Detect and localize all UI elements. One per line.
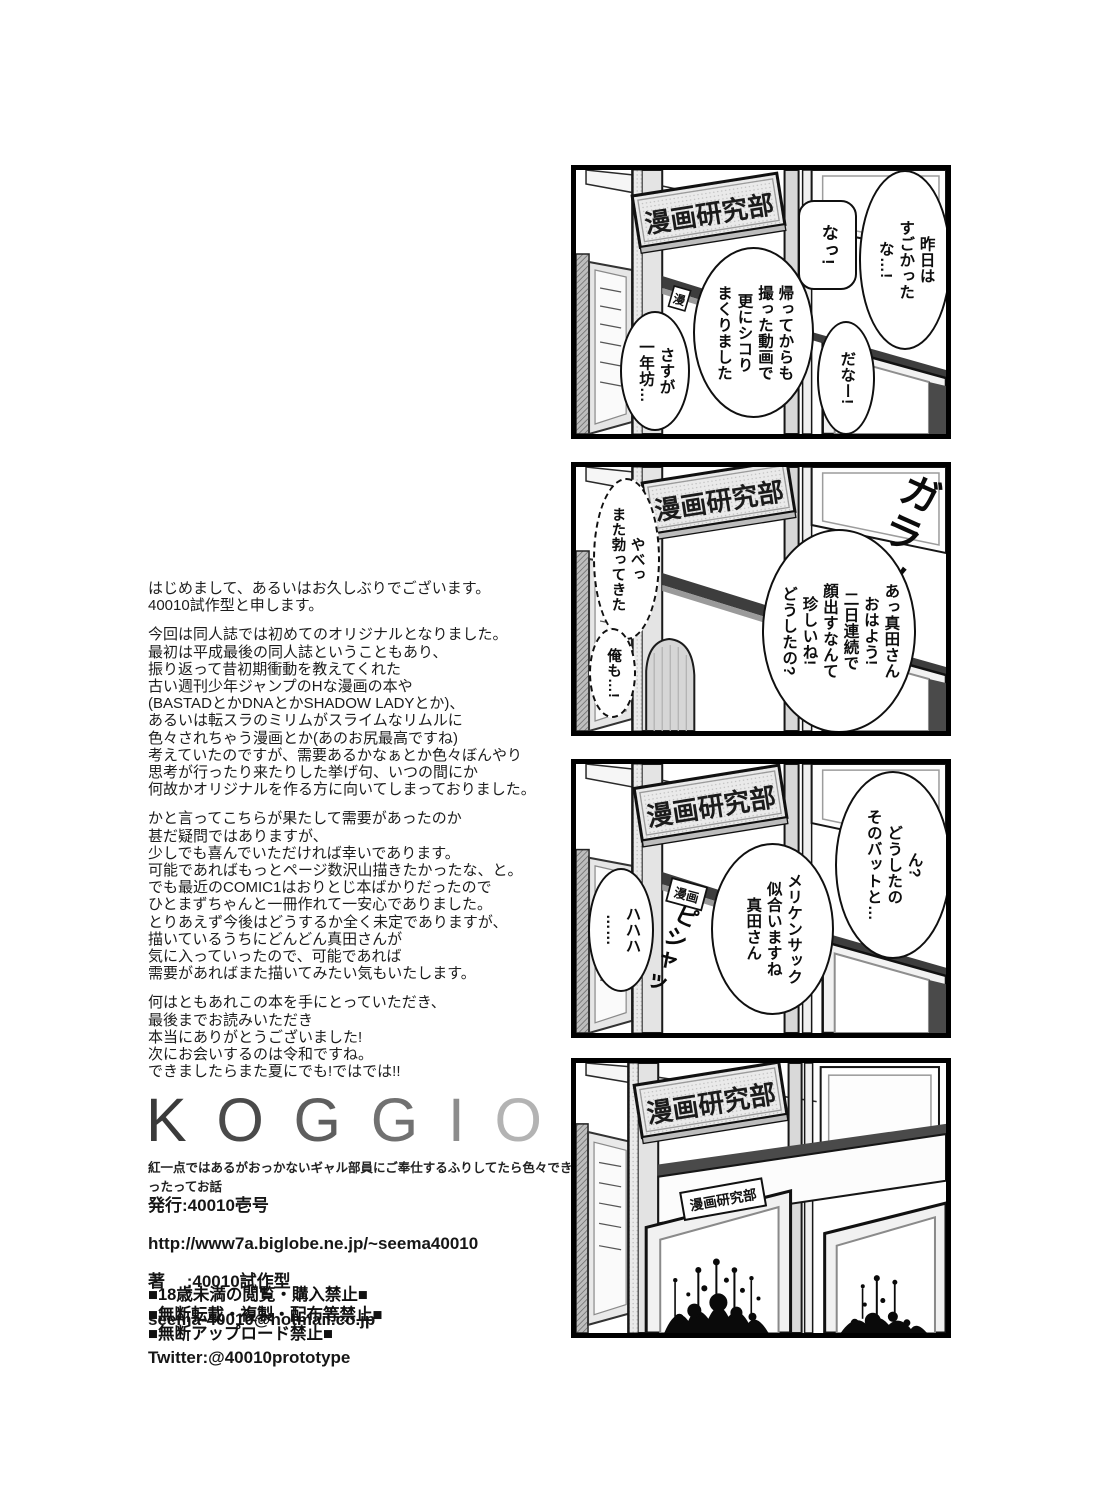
- speech-text: やべっ また勃ってきた: [609, 506, 645, 612]
- door-sign: 漫画研究部: [679, 1177, 768, 1222]
- speech-bubble: なっ!: [798, 200, 857, 290]
- hallway-artwork: [576, 467, 946, 731]
- afterword-paragraph: かと言ってこちらが果たして需要があったのか 甚だ疑問ではありますが、 少しでも喜…: [148, 810, 523, 983]
- thought-bubble: 俺も…!: [589, 628, 636, 718]
- author-line: 著 :40010試作型: [148, 1272, 291, 1291]
- hallway-artwork: 漫画: [576, 764, 946, 1033]
- warning-notices: ■18歳未満の閲覧・購入禁止■ ■無断転載・複製・配布等禁止■ ■無断アップロー…: [148, 1286, 578, 1345]
- mini-door-sign-text: 漫: [671, 291, 688, 309]
- logo-letter: I: [447, 1086, 465, 1154]
- speech-bubble: 昨日は すごかった な…!: [859, 170, 946, 350]
- speech-text: 俺も…!: [605, 647, 622, 699]
- manga-panel-4: 漫画研究部: [571, 1058, 951, 1338]
- speech-bubble: メリケンサック 似合いますね 真田さん: [711, 843, 834, 1015]
- speech-text: 昨日は すごかった な…!: [876, 220, 935, 300]
- afterword-text: はじめまして、あるいはお久しぶりでございます。 40010試作型と申します。 今…: [148, 580, 588, 1092]
- ink-splatter-right: [840, 1275, 927, 1333]
- afterword-paragraph: 何はともあれこの本を手にとっていただき、 最後までお読みいただき 本当にありがと…: [148, 994, 446, 1081]
- manga-panel-1: 漫画研究部 漫 昨日は すごかった な…! なっ! 帰ってからも 撮った動画で …: [571, 165, 951, 439]
- ink-splatter-left: [664, 1258, 769, 1333]
- speech-bubble: だなー!: [817, 321, 875, 434]
- speech-bubble: ん? どうしたの そのバットと…: [835, 771, 946, 959]
- mini-door-sign: 漫画: [665, 876, 709, 912]
- hallway-artwork: 漫画研究部 漫: [576, 170, 946, 434]
- website-url: http://www7a.biglobe.ne.jp/~seema40010: [148, 1234, 479, 1253]
- manga-panel-3: 漫画 ピシャッ ん? どうしたの そのバットと… メリケンサック 似合いますね …: [571, 759, 951, 1038]
- afterword-paragraph: 今回は同人誌では初めてのオリジナルとなりました。 最初は平成最後の同人誌というこ…: [148, 626, 536, 799]
- logo-tagline: 紅一点ではあるがおっかないギャル部員にご奉仕するふりしてたら色々できちゃったって…: [148, 1161, 598, 1194]
- speech-text: 帰ってからも 撮った動画で 更にシコり まくりました: [715, 284, 794, 381]
- logo-letter: O: [216, 1086, 264, 1154]
- speech-bubble: さすが 一年坊…: [620, 311, 690, 431]
- speech-text: なっ!: [818, 224, 838, 266]
- publication-info: 発行:40010壱号 http://www7a.biglobe.ne.jp/~s…: [148, 1177, 578, 1386]
- warning-line: ■無断アップロード禁止■: [148, 1325, 333, 1343]
- speech-text: あっ真田さん おはよう! 二日連続で 顔出すなんて 珍しいね! どうしたの?: [780, 583, 900, 679]
- speech-bubble: 帰ってからも 撮った動画で 更にシコり まくりました: [693, 247, 814, 418]
- logo-letter: O: [494, 1086, 542, 1154]
- student-silhouette: [645, 637, 696, 731]
- thought-bubble: やべっ また勃ってきた: [593, 478, 660, 640]
- afterword-paragraph: はじめまして、あるいはお久しぶりでございます。 40010試作型と申します。: [148, 580, 491, 615]
- warning-line: ■18歳未満の閲覧・購入禁止■: [148, 1286, 368, 1304]
- email-address: seema-40010@hotmail.co.jp: [148, 1310, 376, 1329]
- speech-text: さすが 一年坊…: [637, 339, 675, 403]
- circle-logo: K O G G I O: [146, 1090, 542, 1152]
- logo-letter: K: [146, 1086, 187, 1154]
- speech-bubble: ハハハ ……: [588, 868, 654, 992]
- mini-door-sign: 漫: [667, 285, 692, 312]
- speech-text: メリケンサック 似合いますね 真田さん: [744, 873, 803, 985]
- hallway-wide-artwork: 漫画研究部: [576, 1063, 946, 1333]
- publisher-line: 発行:40010壱号: [148, 1196, 269, 1215]
- speech-text: ハハハ ……: [603, 906, 641, 954]
- warning-line: ■無断転載・複製・配布等禁止■: [148, 1305, 383, 1324]
- logo-letter: G: [370, 1086, 419, 1154]
- logo-letter: G: [293, 1086, 341, 1154]
- mini-door-sign-text: 漫画: [672, 885, 700, 906]
- speech-bubble: あっ真田さん おはよう! 二日連続で 顔出すなんて 珍しいね! どうしたの?: [762, 529, 916, 731]
- twitter-handle: Twitter:@40010prototype: [148, 1348, 351, 1367]
- speech-text: だなー!: [838, 351, 856, 405]
- manga-panel-2: ガラッ あっ真田さん おはよう! 二日連続で 顔出すなんて 珍しいね! どうした…: [571, 462, 951, 736]
- speech-text: ん? どうしたの そのバットと…: [864, 809, 923, 921]
